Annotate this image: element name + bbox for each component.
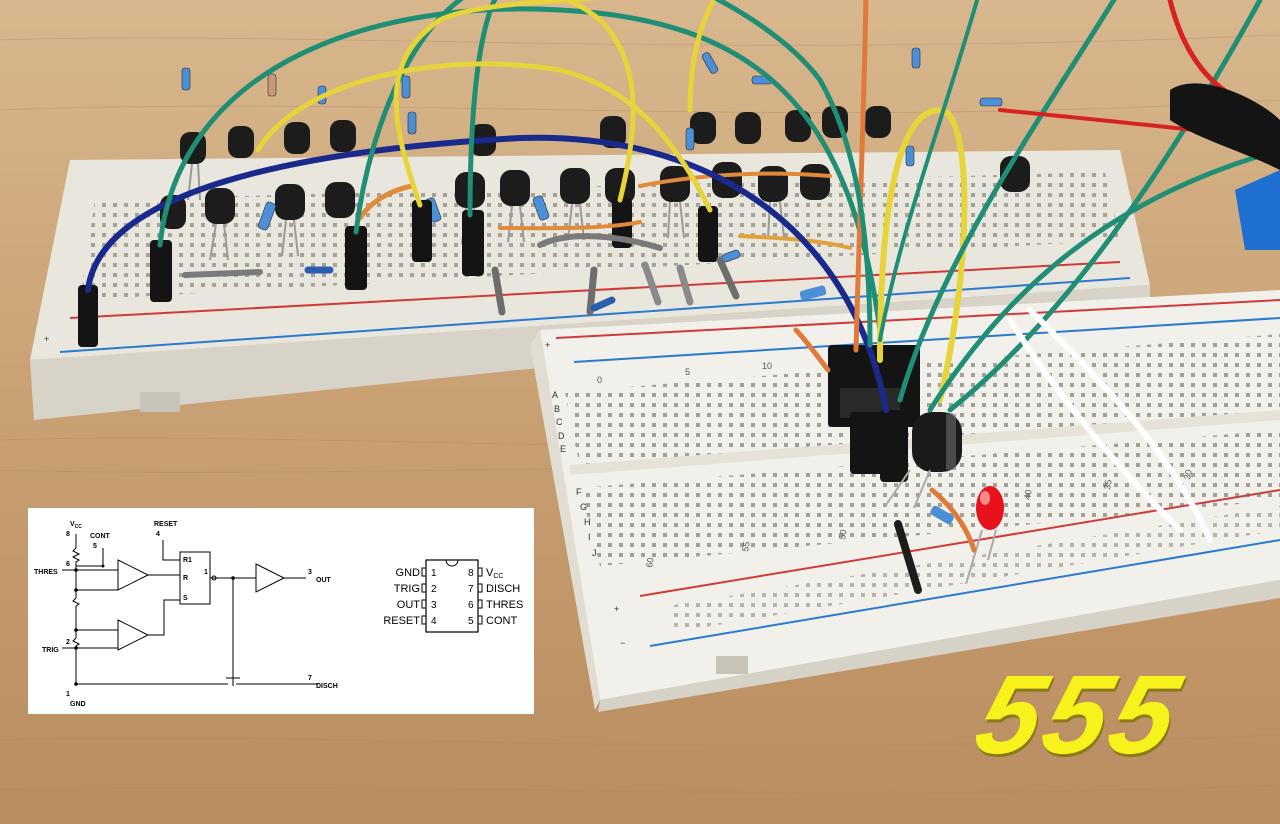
out-pin-number: 3 [308,569,312,576]
pinout-vcc-name: VCC [486,567,503,580]
rail-plus-mark: + [614,604,619,614]
column-number: 55 [740,541,752,553]
front-breadboard [530,290,1280,712]
out-label: OUT [316,577,332,584]
front-components [793,285,977,594]
trig-label: TRIG [42,647,59,654]
dip8-pinout: GND TRIG OUT RESET 1 2 3 4 8 7 6 5 VCC D… [383,559,523,633]
row-letter: E [560,444,566,454]
row-letter: D [558,431,565,441]
pinout-pin-3: 3 [431,600,437,611]
555-logo-text: 555 [964,652,1195,777]
pinout-reset-name: RESET [383,615,420,627]
row-letter: H [584,517,591,527]
short-jumpers [182,171,852,316]
flipflop-s-label: S [183,595,188,602]
pinout-pin-5: 5 [468,616,474,627]
pinout-pin-7: 7 [468,584,474,595]
thres-label: THRES [34,569,58,576]
pinout-out-name: OUT [397,599,421,611]
rail-plus-mark: + [545,340,550,350]
flipflop-out-pin-number: 1 [204,569,208,576]
breadboard-labels: 0 5 10 40 50 55 60 35 30 A B C D E F G H… [44,334,1194,648]
thres-pin-number: 6 [66,561,70,568]
row-letter: F [576,487,582,497]
column-number: 40 [1022,489,1034,501]
resistors-back [181,47,1003,263]
flipflop-r1-label: R1 [183,557,192,564]
column-number: 50 [837,529,849,541]
reset-label: RESET [154,521,178,528]
gnd-pin-number: 1 [66,691,70,698]
pinout-pin-1: 1 [431,568,437,579]
reset-pin-number: 4 [156,531,160,538]
cont-pin-number: 5 [93,543,97,550]
column-number: 10 [762,361,772,371]
vcc-label: VCC [70,521,82,530]
schematic-diagram: VCC 8 CONT 5 RESET 4 6 THRES 2 TRIG 1 GN… [34,521,523,708]
pinout-cont-name: CONT [486,615,517,627]
column-number: 5 [685,367,690,377]
disch-label: DISCH [316,683,338,690]
column-number: 35 [1102,479,1114,491]
pinout-pin-8: 8 [468,568,474,579]
cont-label: CONT [90,533,111,540]
transistor-array [160,106,1030,229]
capacitor [885,412,962,509]
flipflop-r-label: R [183,575,188,582]
column-number: 60 [644,557,656,569]
column-number: 30 [1182,469,1194,481]
pinout-disch-name: DISCH [486,583,520,595]
row-letter: G [580,502,587,512]
rail-minus-mark: − [620,638,625,648]
schematic-inset: VCC 8 CONT 5 RESET 4 6 THRES 2 TRIG 1 GN… [28,508,534,714]
pinout-thres-name: THRES [486,599,523,611]
pinout-trig-name: TRIG [394,583,420,595]
power-jack [1170,83,1280,250]
disch-pin-number: 7 [308,675,312,682]
pinout-pin-6: 6 [468,600,474,611]
gnd-label: GND [70,701,86,708]
pinout-gnd-name: GND [396,567,421,579]
red-led [965,486,1004,585]
row-letter: B [554,404,560,414]
pinout-pin-2: 2 [431,584,437,595]
row-letter: J [592,548,597,558]
vcc-pin-number: 8 [66,531,70,538]
pinout-pin-4: 4 [431,616,437,627]
row-letter: A [552,390,558,400]
row-letter: I [588,532,591,542]
row-letter: C [556,417,563,427]
rail-plus-mark: + [44,334,49,344]
trig-pin-number: 2 [66,639,70,646]
jumper-wires [85,0,1280,543]
ic-555-chip [828,345,920,482]
column-number: 0 [597,375,602,385]
